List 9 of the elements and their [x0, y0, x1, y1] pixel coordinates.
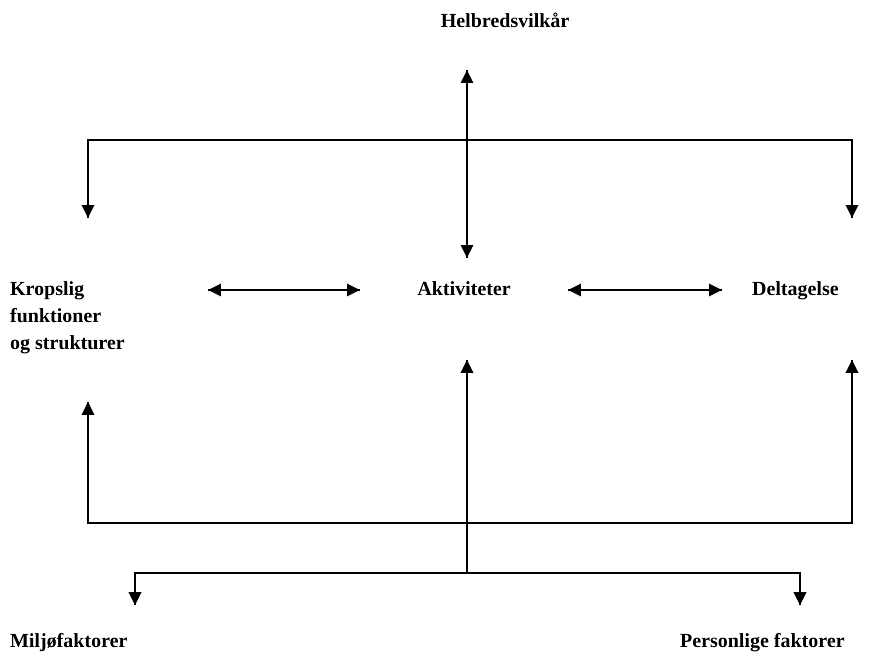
node-label: Miljøfaktorer — [10, 629, 128, 654]
node-label: Deltagelse — [752, 277, 839, 302]
arrow — [460, 70, 474, 258]
node-label: Helbredsvilkår — [440, 9, 570, 34]
node-label: Personlige faktorer — [680, 629, 845, 654]
node-label: Kropslig funktioner og strukturer — [10, 277, 125, 356]
node-label: Aktiviteter — [417, 277, 511, 302]
arrow — [208, 284, 360, 296]
arrow — [568, 284, 722, 296]
